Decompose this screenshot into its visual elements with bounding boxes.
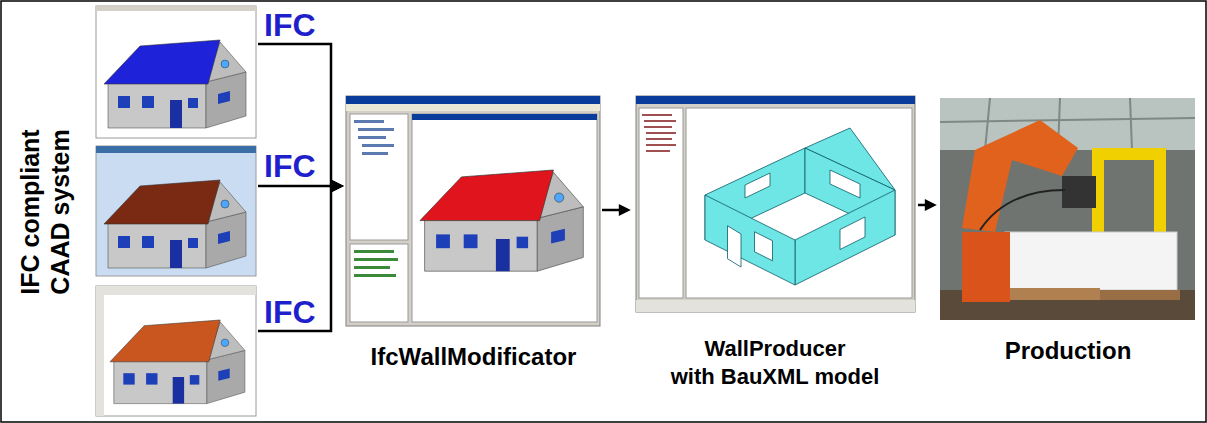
illustration-part <box>412 114 597 322</box>
format-label: IFC <box>264 296 316 328</box>
software-screenshot <box>346 96 600 326</box>
illustration-part <box>96 286 256 416</box>
node-label: Production <box>938 337 1198 365</box>
software-box: IfcWallModificator <box>345 95 602 380</box>
illustration-part <box>728 226 742 267</box>
node-label: IfcWallModificator <box>345 343 602 371</box>
illustration-part <box>412 114 597 120</box>
illustration-part <box>636 96 915 312</box>
illustration-part <box>840 217 865 250</box>
caption-block: WallProducer with BauXML model <box>663 335 887 391</box>
illustration-part <box>96 295 104 416</box>
illustration-part <box>96 146 256 153</box>
illustration-part <box>980 190 1065 230</box>
caad-screenshot <box>96 146 256 276</box>
illustration-part <box>420 170 583 271</box>
caad-screenshot <box>96 286 256 416</box>
production-photo <box>940 98 1195 320</box>
illustration-part <box>358 136 386 139</box>
edge-label-holder: IFC <box>264 296 316 328</box>
illustration-part <box>646 150 670 152</box>
illustration-part <box>346 96 600 104</box>
format-label: IFC <box>264 150 316 182</box>
illustration-part <box>795 190 895 285</box>
software-screenshot <box>636 96 915 312</box>
illustration-part <box>686 108 912 298</box>
illustration-part <box>1005 232 1177 290</box>
illustration-part <box>830 170 860 198</box>
illustration-part <box>745 173 770 198</box>
illustration-part <box>1130 98 1132 150</box>
caption-block: IfcWallModificator <box>345 343 602 371</box>
illustration-part <box>962 120 1078 232</box>
illustration-part <box>755 232 773 261</box>
illustration-part <box>96 6 256 11</box>
arrow-connector <box>258 186 337 331</box>
illustration-part <box>1000 288 1100 300</box>
illustration-part <box>962 232 1010 302</box>
caption-block: Production <box>938 337 1198 365</box>
illustration-part <box>644 120 676 122</box>
illustration-part <box>96 286 256 295</box>
format-label: IFC <box>264 9 316 41</box>
illustration-part <box>985 98 990 150</box>
illustration-part <box>350 114 408 240</box>
illustration-part <box>636 96 915 104</box>
illustration-part <box>705 195 795 285</box>
illustration-part <box>346 104 600 111</box>
illustration-part <box>362 144 394 147</box>
illustration-part <box>104 40 246 128</box>
illustration-part <box>642 114 672 116</box>
illustration-part <box>350 244 408 322</box>
caad-screenshot <box>96 6 256 138</box>
illustration-part <box>354 120 384 123</box>
caption-block: IFC compliant CAAD system <box>15 112 75 312</box>
edge-label-holder: IFC <box>264 9 316 41</box>
illustration-part <box>1062 176 1096 208</box>
illustration-part <box>110 320 245 404</box>
arrow-connector <box>258 185 337 188</box>
illustration-part <box>354 266 390 269</box>
illustration-part <box>354 250 394 253</box>
illustration-part <box>646 144 676 146</box>
wall-frame-model <box>705 128 895 285</box>
illustration-part <box>362 152 388 155</box>
illustration-part <box>646 132 676 134</box>
illustration-part <box>96 146 256 276</box>
illustration-part <box>940 118 1195 122</box>
edge-label-holder: IFC <box>264 150 316 182</box>
wrap-spacer <box>865 335 887 339</box>
software-box: WallProducer with BauXML model <box>632 95 918 400</box>
illustration-part <box>354 274 396 277</box>
caad-system-group: IFC compliant CAAD system <box>8 4 258 419</box>
production-box: Production <box>938 97 1198 380</box>
arrow-connector <box>258 44 337 186</box>
illustration-part <box>940 98 1195 320</box>
illustration-part <box>646 138 672 140</box>
illustration-part <box>104 180 246 268</box>
illustration-part <box>354 258 398 261</box>
illustration-part <box>644 126 672 128</box>
illustration-part <box>639 108 683 298</box>
node-label: IFC compliant CAAD system <box>15 112 75 312</box>
arrow-connector <box>602 209 624 212</box>
illustration-part <box>96 6 256 138</box>
arrow-connector <box>918 204 930 207</box>
illustration-part <box>346 96 600 326</box>
node-label: WallProducer with BauXML model <box>663 335 887 391</box>
wrap-spacer <box>663 335 685 339</box>
illustration-part <box>636 300 915 312</box>
illustration-part <box>1100 290 1180 300</box>
illustration-part <box>358 128 394 131</box>
